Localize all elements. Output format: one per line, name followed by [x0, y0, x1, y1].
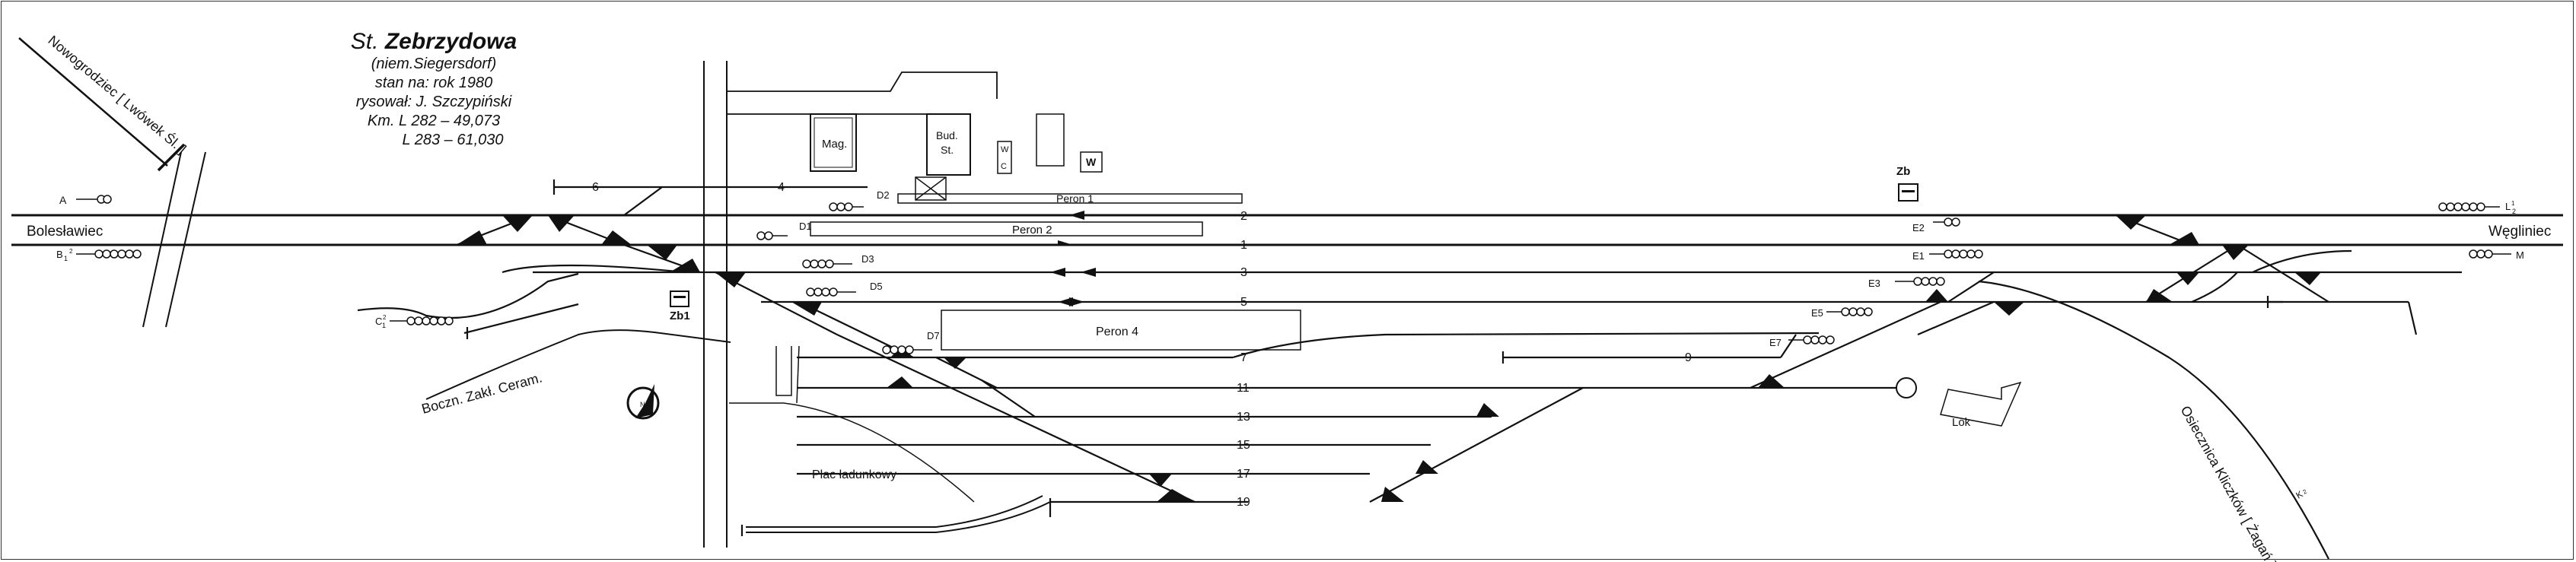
- signal-b-sub: 1: [64, 255, 68, 262]
- warehouse-building: [810, 113, 857, 172]
- track-19-label: 19: [1237, 496, 1250, 509]
- track-17-label: 17: [1237, 468, 1250, 481]
- track-1-label: 1: [1240, 239, 1247, 252]
- track-4-label: 4: [778, 181, 785, 194]
- signal-m: M: [2516, 249, 2524, 261]
- signal-d3: D3: [861, 253, 874, 265]
- track-15-label: 15: [1237, 439, 1250, 452]
- platform-4-label: Peron 4: [1096, 325, 1138, 338]
- loco-shed: [1940, 381, 2022, 427]
- loco-shed-label: Lok: [1952, 416, 1971, 429]
- signal-c-sub2: 2: [383, 314, 387, 321]
- signal-box-zb: Zb: [1896, 165, 1910, 178]
- signal-l-sub2: 2: [2512, 208, 2516, 215]
- wc-label-w: W: [1001, 145, 1009, 154]
- loading-track-b: [746, 495, 1043, 528]
- shed-building: [1036, 113, 1065, 167]
- signal-l: L: [2505, 201, 2511, 212]
- track-osiecznica-branch: [1978, 280, 2329, 560]
- station-title-block: St. Zebrzydowa (niem.Siegersdorf) stan n…: [327, 29, 540, 150]
- signal-box-zb1: Zb1: [670, 310, 690, 322]
- loading-track-a: [746, 501, 1051, 533]
- track-2-label: 2: [1240, 210, 1247, 223]
- track-13-label: 13: [1237, 411, 1250, 424]
- station-title: St. Zebrzydowa: [327, 29, 540, 55]
- wc-building: [997, 141, 1012, 174]
- signal-d5: D5: [870, 281, 883, 292]
- platform-4: [941, 310, 1301, 351]
- signal-e3: E3: [1868, 278, 1880, 289]
- turntable[interactable]: [1896, 377, 1917, 398]
- station-building: [926, 113, 971, 176]
- title-line-1: (niem.Siegersdorf): [371, 56, 497, 72]
- signal-l-sub: 1: [2511, 200, 2515, 207]
- signal-d2: D2: [877, 189, 890, 201]
- signal-c: C: [375, 316, 382, 327]
- platform-2: [810, 221, 1203, 237]
- station-annex: [915, 176, 947, 201]
- water-label: W: [1086, 156, 1097, 168]
- signal-e2: E2: [1912, 222, 1925, 233]
- platform-2-label: Peron 2: [1012, 224, 1052, 237]
- track-7-label: 7: [1240, 351, 1247, 364]
- track-7-curve: [1232, 332, 1820, 359]
- signal-c-sub: 1: [382, 322, 386, 329]
- track-nowogrodziec: [18, 37, 168, 167]
- title-prefix: St.: [350, 29, 379, 54]
- title-line-4: Km. L 282 – 49,073: [367, 113, 501, 129]
- track-3-label: 3: [1240, 266, 1247, 279]
- signal-b: B: [56, 249, 63, 260]
- destination-osiecznica: Osiecznica Kliczków [ Żagań ]: [2178, 403, 2279, 562]
- compass-label: N: [640, 401, 645, 408]
- wc-label-c: C: [1001, 162, 1007, 171]
- station-label-2: St.: [941, 144, 954, 156]
- signal-e5: E5: [1811, 307, 1823, 319]
- signal-d7: D7: [927, 330, 940, 341]
- title-line-3: rysował: J. Szczypiński: [355, 94, 512, 110]
- track-9-label: 9: [1685, 351, 1692, 364]
- ceramic-siding-line: [425, 329, 731, 400]
- loading-square-label: Plac ładunkowy: [812, 468, 896, 481]
- signal-b-sub2: 2: [69, 248, 73, 255]
- signal-e1: E1: [1912, 250, 1925, 262]
- destination-boleslawiec: Bolesławiec: [27, 224, 103, 240]
- platform-1: [897, 193, 1243, 204]
- signal-k-sub: 2: [2302, 487, 2309, 495]
- title-name: Zebrzydowa: [384, 29, 517, 54]
- title-line-5: L 283 – 61,030: [402, 132, 504, 148]
- destination-wegliniec: Węgliniec: [2488, 224, 2551, 240]
- warehouse-label: Mag.: [822, 138, 847, 151]
- destination-nowogrodziec: Nowogrodziec [ Lwówek Śl. ]: [45, 32, 189, 157]
- station-label-1: Bud.: [936, 129, 958, 141]
- track-11-label: 11: [1237, 382, 1250, 395]
- track-5-label: 5: [1240, 296, 1247, 309]
- signal-d1: D1: [799, 221, 812, 232]
- signal-e7: E7: [1769, 337, 1782, 348]
- track-left-siding: [357, 272, 579, 319]
- platform-1-label: Peron 1: [1056, 192, 1094, 205]
- track-6-label: 6: [592, 181, 599, 194]
- signal-a: A: [59, 194, 67, 206]
- water-tower: [1080, 151, 1103, 173]
- title-line-2: stan na: rok 1980: [374, 75, 493, 91]
